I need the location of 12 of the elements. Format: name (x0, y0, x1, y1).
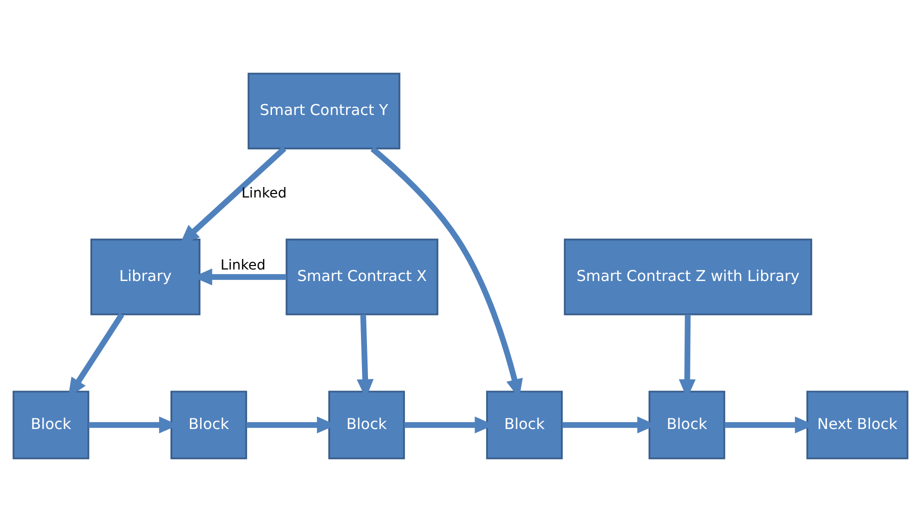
node-box: Smart Contract X (286, 238, 438, 315)
node-box: Smart Contract Z with Library (564, 238, 812, 315)
node-box: Smart Contract Y (248, 72, 400, 149)
node-box: Block (486, 390, 563, 459)
node-box: Library (90, 238, 200, 315)
node-box: Next Block (806, 390, 908, 459)
edge-label: Linked (220, 257, 266, 274)
node-box: Block (648, 390, 726, 459)
node-box: Block (328, 390, 405, 459)
node-box: Block (12, 390, 90, 459)
edge-label: Linked (242, 185, 287, 202)
node-box: Block (170, 390, 248, 459)
